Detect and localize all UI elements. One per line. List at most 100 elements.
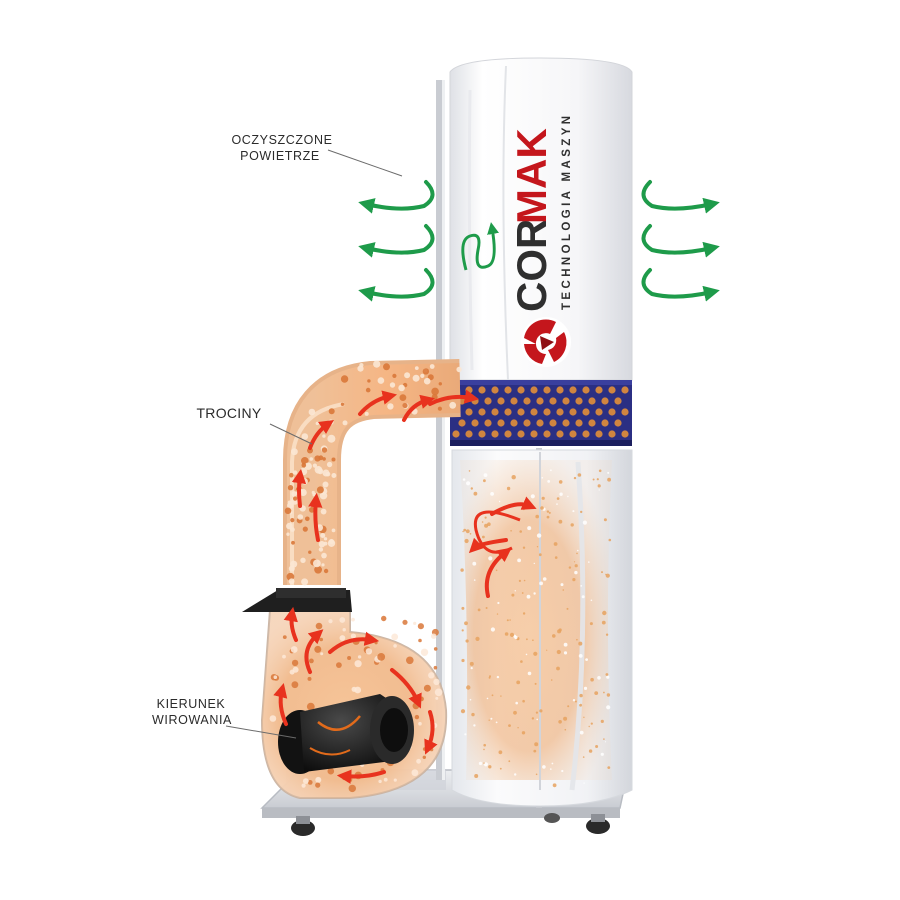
- bag-particle: [582, 756, 585, 758]
- bag-particle: [585, 658, 588, 661]
- bag-particle: [522, 546, 526, 549]
- hose-particle: [437, 406, 442, 411]
- blower-particle: [347, 656, 352, 660]
- blower-particle: [416, 758, 421, 764]
- bag-particle: [522, 508, 525, 511]
- bag-particle: [553, 542, 558, 546]
- bag-particle: [563, 642, 568, 647]
- hose-particle: [322, 434, 326, 438]
- hose-particle: [414, 366, 419, 370]
- bag-particle: [483, 479, 486, 483]
- blower-particle: [428, 672, 435, 679]
- bag-particle: [464, 621, 468, 626]
- hose-particle: [301, 433, 309, 440]
- band-dot: [549, 397, 557, 405]
- band-dot: [491, 386, 499, 394]
- bag-particle: [468, 470, 471, 472]
- hose-particle: [314, 466, 323, 474]
- swirl-arrow-lower: [473, 510, 521, 554]
- band-dot: [588, 419, 596, 427]
- blower-particle: [422, 747, 427, 751]
- hose-particle: [438, 382, 442, 386]
- band-dot: [543, 430, 551, 438]
- hose-particle: [323, 541, 328, 546]
- band-dot: [497, 397, 505, 405]
- hose-particle: [402, 402, 408, 409]
- bag-particle: [508, 760, 511, 763]
- blower-particle: [273, 675, 278, 679]
- hose-particle: [297, 514, 304, 520]
- bag-particle: [572, 699, 576, 702]
- band-dot: [601, 419, 609, 427]
- blower-particle: [393, 778, 397, 782]
- band-dot: [569, 386, 577, 394]
- bag-particle: [573, 561, 576, 563]
- blower-particle: [383, 777, 388, 782]
- bag-particle: [583, 716, 585, 718]
- blower-particle: [290, 646, 298, 653]
- hose-particle: [328, 408, 335, 415]
- hose-particle: [404, 372, 411, 379]
- band-dot: [595, 408, 603, 416]
- hose-particle: [312, 463, 317, 468]
- band-dot: [504, 430, 512, 438]
- bag-particle: [589, 622, 593, 626]
- bag-particle: [540, 506, 544, 510]
- bag-particle: [482, 535, 485, 539]
- bag-particle: [607, 766, 611, 769]
- bag-particle: [522, 699, 525, 703]
- label-clean-air-line2: POWIETRZE: [240, 149, 320, 163]
- band-dot: [562, 419, 570, 427]
- bag-particle: [488, 556, 493, 561]
- bag-particle: [531, 717, 535, 720]
- band-dot: [523, 419, 531, 427]
- bag-particle: [473, 579, 476, 581]
- bag-particle: [497, 601, 500, 605]
- blower-particle: [402, 619, 408, 625]
- hose-particle: [364, 411, 369, 416]
- band-dot: [517, 386, 525, 394]
- bag-particle: [520, 660, 523, 663]
- hose-particle: [293, 496, 298, 501]
- hose-particle: [365, 387, 371, 393]
- bag-particle: [546, 515, 550, 519]
- bag-particle: [606, 693, 611, 697]
- bag-particle: [594, 691, 599, 695]
- clean-air-arrows-right: [641, 180, 720, 302]
- bag-particle: [487, 522, 491, 526]
- bag-particle: [598, 489, 600, 491]
- hose-particle: [290, 527, 295, 532]
- bag-particle: [511, 475, 516, 480]
- hose-particle: [423, 377, 431, 385]
- hose-particle: [357, 365, 364, 372]
- bag-particle: [556, 649, 561, 655]
- hose-particle: [387, 403, 394, 410]
- hose-particle: [299, 488, 307, 497]
- brand-emblem-icon: [521, 317, 571, 367]
- bag-particle: [542, 577, 547, 581]
- bag-particle: [490, 717, 493, 720]
- label-rotation-line1: KIERUNEK: [157, 697, 226, 711]
- blower-particle: [414, 714, 420, 720]
- bag-particle: [547, 480, 551, 483]
- bag-particle: [527, 526, 532, 531]
- bag-particle: [522, 612, 526, 615]
- bag-particle: [588, 725, 590, 728]
- bag-particle: [469, 661, 474, 666]
- blower-particle: [315, 782, 321, 788]
- bag-particle: [580, 510, 583, 514]
- bag-particle: [469, 698, 472, 701]
- bag-particle: [473, 724, 476, 727]
- bag-particle: [526, 594, 531, 599]
- bag-particle: [477, 608, 481, 612]
- bag-particle: [469, 533, 472, 535]
- bag-particle: [471, 712, 475, 717]
- hose-particle: [331, 528, 336, 533]
- band-dot: [471, 419, 479, 427]
- bag-particle: [558, 628, 562, 632]
- bag-particle: [498, 500, 501, 503]
- blower-particle: [315, 622, 323, 630]
- hose-particle: [315, 421, 319, 426]
- bag-particle: [460, 568, 464, 572]
